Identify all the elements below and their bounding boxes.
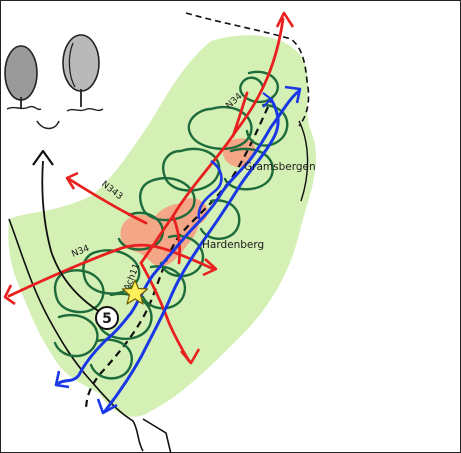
arrow-icon xyxy=(65,171,79,190)
location-marker-number: 5 xyxy=(102,311,112,327)
tree-icon xyxy=(4,45,38,109)
arrow-icon xyxy=(54,370,70,389)
arrow-icon xyxy=(202,258,218,277)
region-boundary xyxy=(142,418,172,452)
road-network xyxy=(7,17,285,363)
arrow-icon xyxy=(284,85,302,104)
ground-line xyxy=(36,120,60,130)
river-loop xyxy=(197,159,223,220)
river-vecht xyxy=(57,89,301,385)
star-icon xyxy=(121,279,149,305)
arrow-icon xyxy=(262,92,273,108)
ground-line xyxy=(6,105,104,112)
region-boundary xyxy=(8,218,144,452)
arrow-icon xyxy=(275,11,295,28)
region-boundary xyxy=(298,120,309,202)
town-label-hardenberg: Hardenberg xyxy=(202,239,264,251)
arrow-icon xyxy=(96,398,118,415)
arrow-icon xyxy=(3,284,16,306)
town-label-gramsbergen: Gramsbergen xyxy=(244,161,316,173)
river-branch xyxy=(103,97,280,413)
arrow-icon xyxy=(180,348,201,365)
dashed-boundary xyxy=(185,12,310,127)
arrow-icon xyxy=(32,149,54,166)
location-marker: 5 xyxy=(95,306,119,330)
urban-area-gramsbergen xyxy=(222,138,256,168)
tree-icon xyxy=(62,34,100,107)
callout-line xyxy=(41,160,106,316)
